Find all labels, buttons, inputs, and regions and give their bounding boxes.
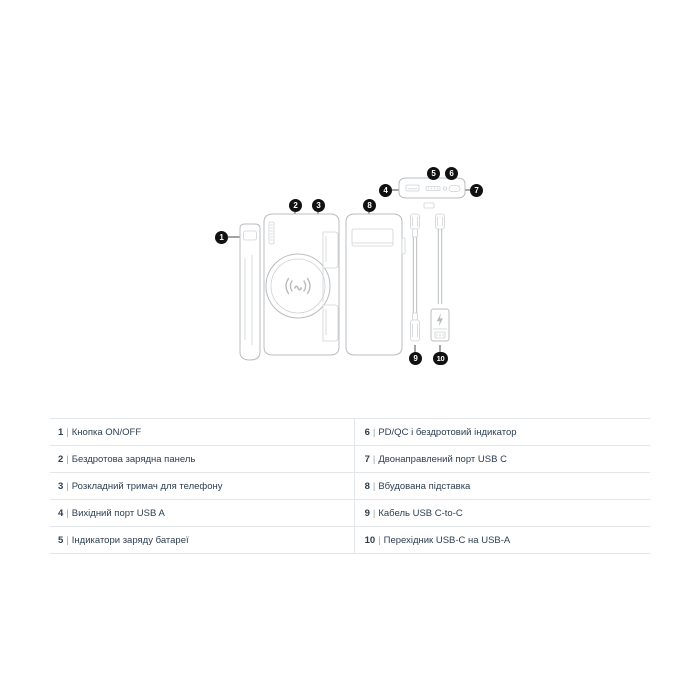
- callout-badge-10: 10: [433, 352, 448, 365]
- legend-cell-3: 3|Розкладний тримач для телефону: [50, 472, 355, 500]
- legend-separator: |: [372, 507, 376, 519]
- view-top-edge: [398, 177, 466, 209]
- legend-label: Індикатори заряду батареї: [71, 534, 189, 546]
- view-back: [345, 213, 406, 356]
- legend-cell-7: 7|Двонаправлений порт USB C: [353, 445, 650, 473]
- legend-separator: |: [66, 426, 69, 438]
- callout-badge-1: 1: [215, 231, 228, 244]
- legend-separator: |: [372, 426, 376, 438]
- legend-label: Вбудована підставка: [378, 480, 471, 492]
- callout-badge-6: 6: [445, 167, 458, 180]
- legend-table: 1|Кнопка ON/OFF 6|PD/QC і бездротовий ін…: [50, 418, 650, 554]
- callout-badge-3: 3: [312, 199, 325, 212]
- legend-cell-1: 1|Кнопка ON/OFF: [50, 418, 355, 446]
- legend-separator: |: [66, 507, 69, 519]
- view-side-profile: [239, 223, 261, 361]
- legend-separator: |: [66, 480, 69, 492]
- callout-badge-5: 5: [427, 167, 440, 180]
- table-row: 1|Кнопка ON/OFF 6|PD/QC і бездротовий ін…: [50, 418, 650, 446]
- legend-label: Вихідний порт USB A: [71, 507, 165, 519]
- legend-separator: |: [378, 534, 381, 546]
- legend-label: PD/QC і бездротовий індикатор: [378, 426, 517, 438]
- legend-number: 9: [364, 507, 370, 519]
- table-row: 3|Розкладний тримач для телефону 8|Вбудо…: [50, 472, 650, 500]
- legend-cell-5: 5|Індикатори заряду батареї: [50, 526, 355, 554]
- legend-number: 1: [58, 426, 64, 438]
- legend-label: Перехідник USB-C на USB-A: [383, 534, 511, 546]
- legend-label: Кнопка ON/OFF: [71, 426, 142, 438]
- table-row: 5|Індикатори заряду батареї 10|Перехідни…: [50, 526, 650, 554]
- legend-number: 5: [58, 534, 64, 546]
- lightning-bolt-icon: [436, 313, 443, 327]
- wireless-charging-icon: [285, 277, 311, 295]
- legend-number: 10: [364, 534, 376, 546]
- legend-label: Бездротова зарядна панель: [71, 453, 196, 465]
- callout-badge-2: 2: [289, 199, 302, 212]
- legend-cell-8: 8|Вбудована підставка: [353, 472, 650, 500]
- legend-separator: |: [372, 480, 376, 492]
- table-row: 4|Вихідний порт USB A 9|Кабель USB C-to-…: [50, 499, 650, 527]
- callout-badge-4: 4: [379, 184, 392, 197]
- legend-number: 6: [364, 426, 370, 438]
- legend-number: 4: [58, 507, 64, 519]
- usb-c-cable: [410, 213, 420, 342]
- legend-number: 8: [364, 480, 370, 492]
- legend-label: Кабель USB C-to-C: [378, 507, 463, 519]
- legend-cell-2: 2|Бездротова зарядна панель: [50, 445, 355, 473]
- legend-separator: |: [66, 534, 69, 546]
- legend-separator: |: [66, 453, 69, 465]
- callout-badge-7: 7: [470, 184, 483, 197]
- view-front: [263, 213, 340, 356]
- legend-cell-10: 10|Перехідник USB-C на USB-A: [353, 526, 650, 554]
- legend-number: 3: [58, 480, 64, 492]
- legend-number: 7: [364, 453, 370, 465]
- usb-c-to-usb-a-adapter: [430, 213, 450, 342]
- legend-label: Двонаправлений порт USB C: [378, 453, 507, 465]
- legend-cell-9: 9|Кабель USB C-to-C: [353, 499, 650, 527]
- legend-separator: |: [372, 453, 376, 465]
- callout-badge-9: 9: [409, 352, 422, 365]
- legend-cell-4: 4|Вихідний порт USB A: [50, 499, 355, 527]
- table-row: 2|Бездротова зарядна панель 7|Двонаправл…: [50, 445, 650, 473]
- callout-badge-8: 8: [363, 199, 376, 212]
- legend-number: 2: [58, 453, 64, 465]
- legend-label: Розкладний тримач для телефону: [71, 480, 223, 492]
- legend-cell-6: 6|PD/QC і бездротовий індикатор: [353, 418, 650, 446]
- product-illustration: .ln { fill: none; stroke: #b8bcc0; strok…: [228, 177, 470, 361]
- product-diagram: .ln { fill: none; stroke: #b8bcc0; strok…: [215, 167, 483, 365]
